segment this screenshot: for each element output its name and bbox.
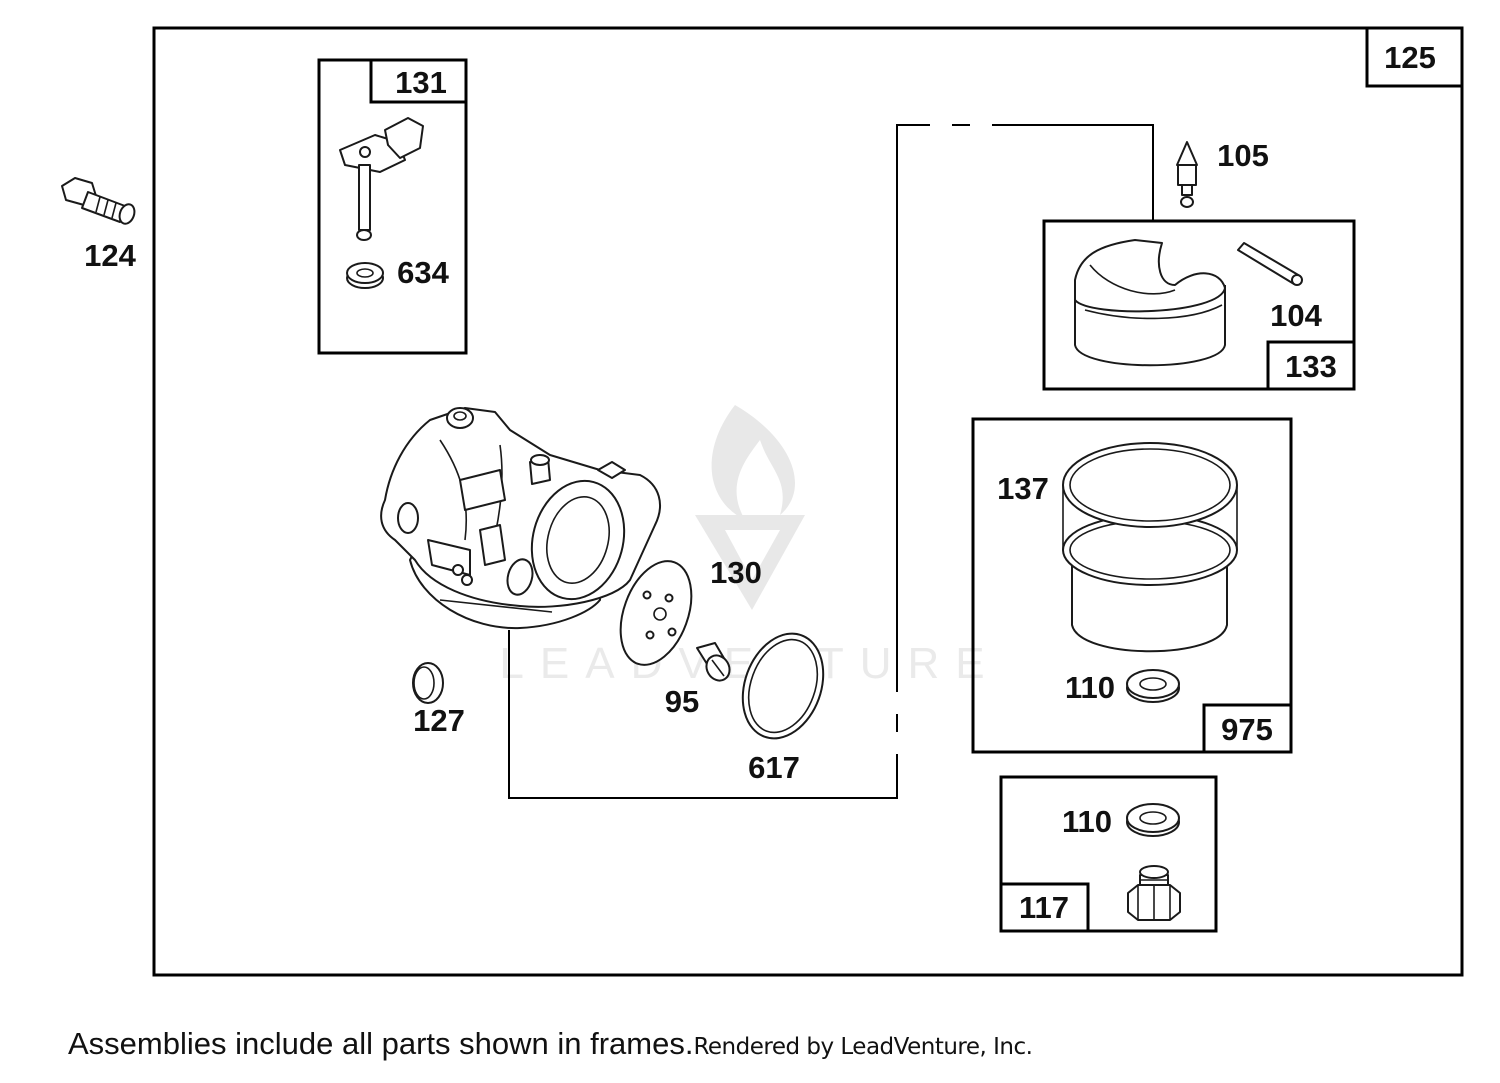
label-975: 975 [1221, 712, 1273, 747]
render-credit: Rendered by LeadVenture, Inc. [693, 1034, 1033, 1060]
washer-110-a [1126, 669, 1180, 703]
hinge-pin-104 [1237, 242, 1303, 286]
watermark-logo [695, 405, 805, 610]
label-133: 133 [1285, 349, 1337, 384]
label-95: 95 [665, 684, 699, 719]
bolt-124 [61, 177, 136, 225]
needle-105 [1176, 141, 1198, 208]
jet-disk [619, 560, 693, 666]
label-110-b: 110 [1062, 804, 1112, 839]
assembly-frame [152, 26, 1464, 977]
assembly-note: Assemblies include all parts shown in fr… [68, 1026, 694, 1061]
label-130: 130 [710, 555, 762, 590]
label-617: 617 [748, 750, 800, 785]
frame-117 [999, 775, 1218, 933]
float-bowl-137 [1062, 442, 1238, 653]
footer: Assemblies include all parts shown in fr… [68, 1026, 1033, 1062]
label-110-a: 110 [1065, 670, 1115, 705]
float-133 [1074, 239, 1226, 367]
o-ring-617 [741, 632, 825, 740]
carburetor-body-130 [380, 407, 661, 630]
assembly-number-tag [1365, 26, 1464, 88]
screw-95 [696, 642, 731, 682]
label-125: 125 [1384, 40, 1436, 75]
label-634: 634 [397, 255, 449, 290]
label-137: 137 [997, 471, 1049, 506]
label-117: 117 [1019, 890, 1069, 925]
tag-131 [369, 58, 468, 104]
label-131: 131 [395, 65, 447, 100]
label-124: 124 [84, 238, 136, 273]
bowl-nut-117 [1127, 865, 1181, 921]
label-127: 127 [413, 703, 465, 738]
watermark-text: LEADVENTURE [499, 639, 1000, 688]
throttle-shaft-131 [339, 117, 424, 241]
washer-110-b [1126, 803, 1180, 837]
welch-plug-127 [412, 662, 444, 704]
label-104: 104 [1270, 298, 1322, 333]
seal-634 [346, 262, 384, 289]
label-105: 105 [1217, 138, 1269, 173]
tag-975 [1202, 703, 1293, 754]
frame-131 [317, 58, 468, 355]
frame-975 [971, 417, 1293, 754]
leader-lines [508, 124, 1154, 799]
tag-117 [999, 882, 1090, 933]
tag-133 [1266, 340, 1356, 391]
frame-133 [1042, 219, 1356, 391]
